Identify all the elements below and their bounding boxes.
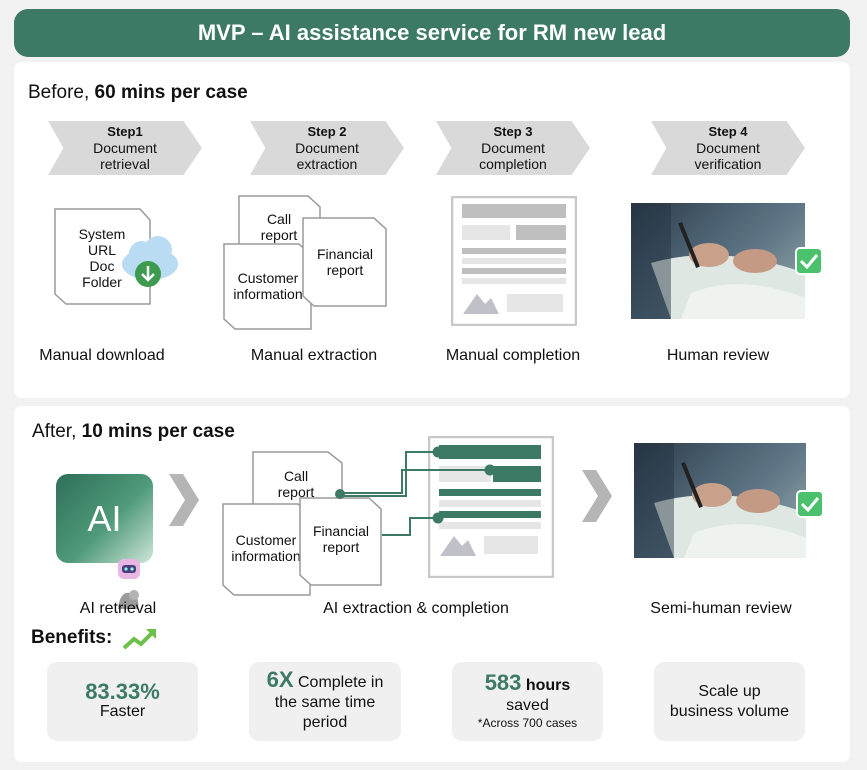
trend-up-icon — [122, 629, 156, 650]
chevron-right-icon — [582, 470, 612, 522]
signing-hand-illustration — [634, 443, 806, 558]
benefit-card-6x: 6X Complete in the same time period — [249, 662, 401, 741]
customer-info-label: Customer information — [233, 270, 303, 302]
caption-manual-download: Manual download — [39, 347, 165, 364]
caption-manual-extraction: Manual extraction — [250, 347, 378, 364]
before-heading: Before, 60 mins per case — [28, 82, 248, 103]
cloud-download-icon — [122, 236, 178, 287]
auto-filled-form-icon — [428, 436, 554, 578]
chevron-right-icon — [169, 474, 199, 526]
financial-report-doc-icon — [302, 217, 387, 307]
step-chevron-4: Step 4 Document verification — [651, 121, 805, 175]
caption-manual-completion: Manual completion — [445, 347, 581, 364]
call-report-label: Call report — [260, 211, 298, 243]
caption-ai-extraction-completion: AI extraction & completion — [323, 600, 509, 617]
system-doc-lines: System URL Doc Folder — [78, 226, 126, 290]
checkmark-icon — [796, 490, 824, 518]
step-chevron-3: Step 3 Document completion — [436, 121, 590, 175]
customer-info-doc-icon — [223, 243, 312, 330]
call-report-label: Call report — [277, 468, 315, 500]
ai-box: AI — [56, 474, 153, 563]
caption-human-review: Human review — [666, 347, 770, 364]
customer-info-doc-icon — [222, 503, 311, 596]
page-title: MVP – AI assistance service for RM new l… — [14, 9, 850, 57]
form-document-icon — [451, 196, 577, 326]
signing-document-photo — [631, 203, 805, 319]
signing-hand-illustration — [631, 203, 805, 319]
financial-report-label: Financial report — [312, 523, 370, 555]
benefits-heading: Benefits: — [31, 627, 113, 648]
document-outline-icon — [54, 208, 151, 305]
benefit-card-faster: 83.33% Faster — [47, 662, 198, 741]
after-heading: After, 10 mins per case — [32, 421, 235, 442]
benefit-card-scale-up: Scale up business volume — [654, 662, 805, 741]
caption-semi-human-review: Semi-human review — [650, 600, 792, 617]
customer-info-label: Customer information — [231, 532, 301, 564]
caption-ai-retrieval: AI retrieval — [79, 600, 157, 617]
financial-report-label: Financial report — [316, 246, 374, 278]
data-flow-connectors — [335, 446, 496, 536]
financial-report-doc-icon — [299, 497, 382, 586]
checkmark-icon — [795, 247, 823, 275]
step-chevron-2: Step 2 Document extraction — [250, 121, 404, 175]
step-chevron-1: Step1 Document retrieval — [48, 121, 202, 175]
benefit-card-hours-saved: 583 hours saved *Across 700 cases — [452, 662, 603, 741]
robot-icon — [118, 559, 140, 609]
signing-document-photo — [634, 443, 806, 558]
